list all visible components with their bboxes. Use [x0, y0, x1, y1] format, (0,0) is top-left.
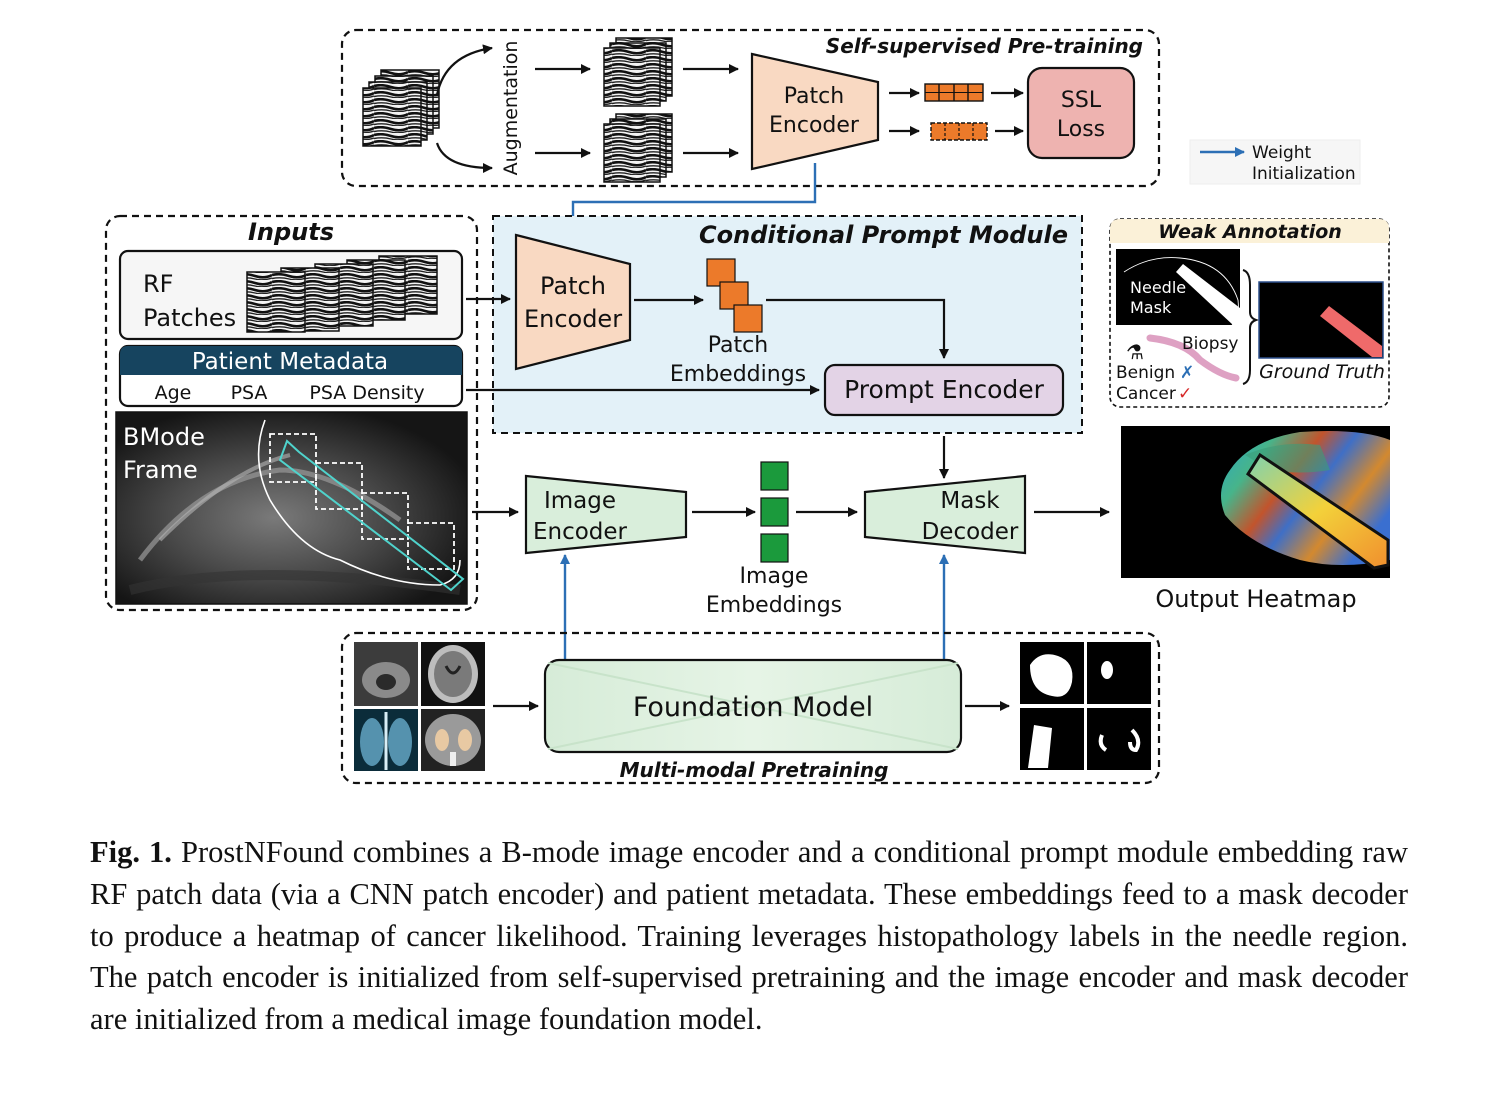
ssl-loss-box: SSL Loss — [1026, 66, 1136, 160]
svg-text:Encoder: Encoder — [524, 305, 622, 333]
svg-text:Encoder: Encoder — [533, 519, 628, 545]
medical-images-grid — [354, 642, 485, 771]
svg-text:Embeddings: Embeddings — [670, 362, 806, 387]
foundation-section-border — [340, 631, 1161, 785]
weak-annotation-title: Weak Annotation — [1158, 221, 1342, 243]
prompt-module: Conditional Prompt Module Patch Encoder … — [492, 215, 1083, 434]
legend: Weight Initialization — [1189, 139, 1361, 185]
svg-text:Biopsy: Biopsy — [1182, 334, 1239, 354]
patient-metadata-box: Patient Metadata Age PSA PSA Density — [118, 344, 464, 408]
prompt-module-title: Conditional Prompt Module — [699, 221, 1068, 249]
svg-text:Image: Image — [544, 488, 616, 514]
ssl-patch-encoder: Patch Encoder — [750, 52, 880, 171]
inputs-title: Inputs — [248, 218, 334, 246]
patient-metadata-title: Patient Metadata — [192, 349, 388, 375]
svg-text:Mask: Mask — [1130, 298, 1172, 317]
patch-embeddings-squares — [706, 258, 763, 333]
ssl-input-rf-stack — [362, 69, 440, 147]
svg-text:Cancer: Cancer — [1116, 384, 1176, 404]
svg-text:Patches: Patches — [143, 304, 236, 332]
augmentation-arrow-bottom — [435, 142, 493, 173]
svg-text:Benign: Benign — [1116, 363, 1175, 383]
rf-patches-box: RF Patches — [118, 249, 464, 341]
architecture-diagram: Self-supervised Pre-training Augmentatio… — [104, 28, 1390, 785]
microscope-icon: ⚗ — [1126, 340, 1144, 364]
svg-text:Needle: Needle — [1130, 278, 1186, 297]
svg-text:Patch: Patch — [540, 272, 606, 300]
weak-annotation-section: Weak Annotation Needle Mask ⚗ Biopsy Ben… — [1109, 218, 1390, 408]
inputs-section-border — [104, 214, 479, 612]
svg-text:SSL: SSL — [1061, 88, 1102, 113]
svg-text:Initialization: Initialization — [1252, 164, 1356, 184]
ground-truth-label: Ground Truth — [1259, 361, 1385, 383]
caption-text: ProstNFound combines a B-mode image enco… — [90, 835, 1408, 1037]
svg-text:Encoder: Encoder — [769, 113, 860, 138]
ssl-embedding-row-bottom — [930, 122, 988, 141]
inputs-section: Inputs RF Patches Patient Metadata Age P… — [104, 214, 479, 612]
svg-text:Frame: Frame — [123, 456, 198, 484]
figure-caption: Fig. 1. ProstNFound combines a B-mode im… — [90, 832, 1408, 1041]
svg-text:RF: RF — [143, 270, 173, 298]
ssl-section-title: Self-supervised Pre-training — [826, 34, 1143, 58]
image-encoder: Image Encoder — [524, 474, 688, 555]
svg-text:PSA: PSA — [231, 382, 268, 404]
segmentation-masks-grid — [1020, 642, 1151, 770]
output-heatmap — [1121, 426, 1390, 578]
foundation-section-title: Multi-modal Pretraining — [620, 758, 889, 782]
bmode-label: BMode — [123, 423, 205, 451]
benign-mark: ✗ — [1180, 363, 1194, 383]
svg-text:Prompt Encoder: Prompt Encoder — [844, 375, 1045, 404]
svg-text:PSA Density: PSA Density — [309, 382, 424, 404]
patch-embeddings-label: Patch — [708, 333, 768, 358]
prompt-patch-encoder: Patch Encoder — [514, 233, 632, 371]
bmode-frame: BMode Frame — [115, 411, 468, 605]
caption-label: Fig. 1. — [90, 835, 172, 869]
foundation-section: Multi-modal Pretraining Foundation Mod — [340, 631, 1161, 785]
svg-text:Loss: Loss — [1057, 117, 1105, 142]
svg-text:Age: Age — [155, 382, 192, 404]
needle-mask-image: Needle Mask — [1116, 249, 1240, 326]
ssl-embedding-row-top — [924, 83, 984, 102]
svg-text:Embeddings: Embeddings — [706, 593, 842, 618]
mask-decoder: Mask Decoder — [863, 474, 1027, 555]
augmentation-label: Augmentation — [500, 41, 522, 176]
prompt-encoder-box: Prompt Encoder — [823, 363, 1065, 417]
biopsy-tissue-core — [1146, 334, 1240, 382]
cancer-mark: ✓ — [1178, 384, 1192, 404]
ground-truth-image — [1258, 281, 1384, 359]
svg-text:Decoder: Decoder — [922, 519, 1019, 545]
augmentation-arrow-top — [435, 44, 493, 96]
augmented-view-bottom — [603, 113, 673, 183]
ssl-section: Self-supervised Pre-training Augmentatio… — [340, 28, 1161, 188]
svg-text:Mask: Mask — [940, 488, 1000, 514]
augmented-view-top — [603, 37, 673, 107]
foundation-model-box: Foundation Model — [543, 658, 963, 754]
svg-text:Patch: Patch — [784, 84, 844, 109]
image-embeddings-label: Image — [740, 564, 809, 589]
output-heatmap-label: Output Heatmap — [1155, 585, 1356, 613]
svg-text:Weight: Weight — [1252, 143, 1312, 163]
image-embeddings-squares — [760, 461, 789, 563]
annotation-brace — [1242, 269, 1260, 385]
svg-text:Foundation Model: Foundation Model — [633, 692, 873, 723]
